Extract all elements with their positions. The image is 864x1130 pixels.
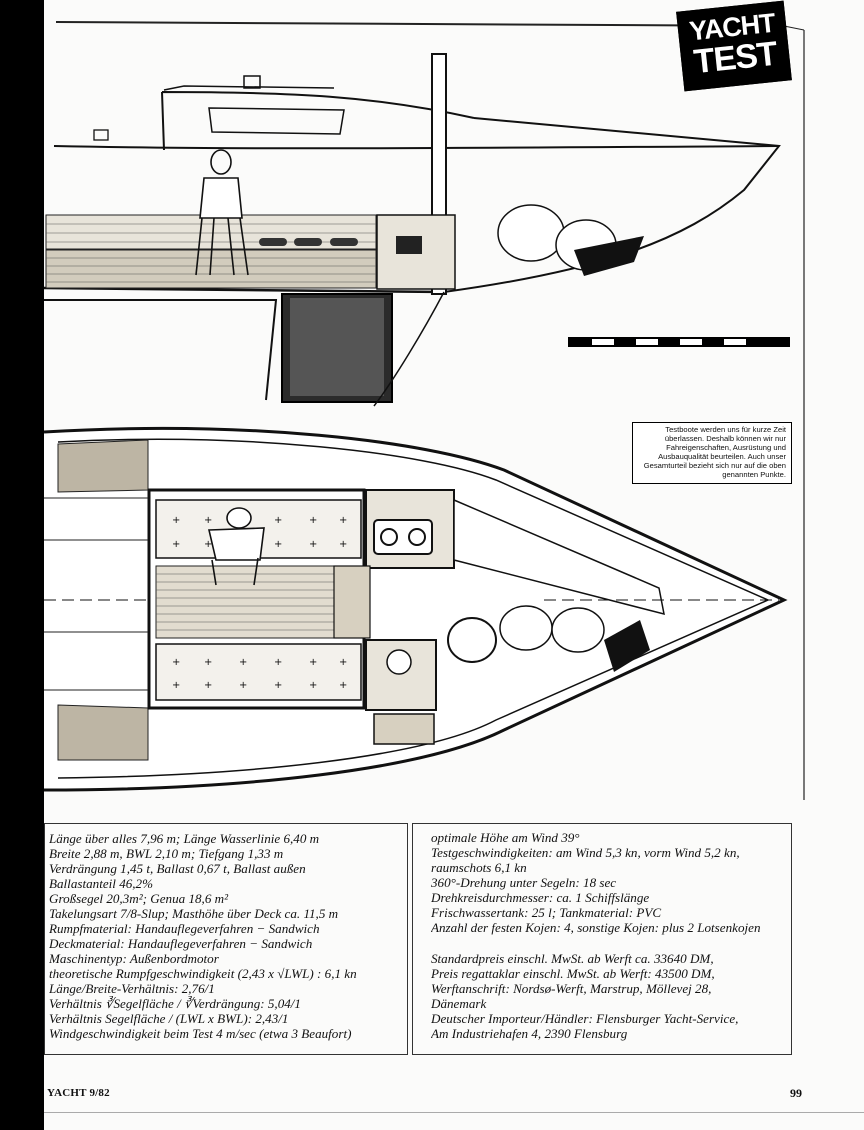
svg-text:+: + (309, 657, 317, 668)
svg-text:+: + (204, 539, 212, 550)
spec-line: Takelungsart 7/8-Slup; Masthöhe über Dec… (49, 906, 339, 921)
svg-text:+: + (204, 657, 212, 668)
svg-text:+: + (274, 680, 282, 691)
spec-line: Dänemark (431, 996, 487, 1011)
spec-line: Frischwassertank: 25 l; Tankmaterial: PV… (431, 905, 662, 920)
specs-box-left: Länge über alles 7,96 m; Länge Wasserlin… (44, 823, 408, 1055)
spec-line: raumschots 6,1 kn (431, 860, 527, 875)
yacht-drawing: ++++++ ++++++ ++++++ ++++++ (44, 0, 864, 808)
svg-text:+: + (239, 680, 247, 691)
magazine-issue: YACHT 9/82 (47, 1087, 110, 1099)
spec-line: Deckmaterial: Handauflegeverfahren − San… (49, 936, 313, 951)
svg-text:+: + (309, 539, 317, 550)
spec-line: Am Industriehafen 4, 2390 Flensburg (431, 1026, 628, 1041)
spec-line: Ballastanteil 46,2% (49, 876, 154, 891)
seated-person (195, 149, 249, 276)
svg-text:+: + (204, 680, 212, 691)
yacht-test-badge: YACHT TEST (676, 0, 792, 92)
svg-text:+: + (274, 515, 282, 526)
svg-text:+: + (172, 657, 180, 668)
spec-line: Windgeschwindigkeit beim Test 4 m/sec (e… (49, 1026, 352, 1041)
svg-text:+: + (172, 539, 180, 550)
svg-text:+: + (309, 680, 317, 691)
spec-line: Länge über alles 7,96 m; Länge Wasserlin… (49, 831, 320, 846)
svg-text:+: + (204, 515, 212, 526)
spec-line: Verhältnis Segelfläche / (LWL x BWL): 2,… (49, 1011, 289, 1026)
spec-line: Maschinentyp: Außenbordmotor (49, 951, 219, 966)
spec-line: Deutscher Importeur/Händler: Flensburger… (431, 1011, 739, 1026)
spec-line: 360°-Drehung unter Segeln: 18 sec (431, 875, 617, 890)
specs-list-right: optimale Höhe am Wind 39° Testgeschwindi… (413, 824, 791, 1041)
spec-line: Standardpreis einschl. MwSt. ab Werft ca… (431, 951, 714, 966)
spec-line: Breite 2,88 m, BWL 2,10 m; Tiefgang 1,33… (49, 846, 284, 861)
scale-bar (568, 337, 790, 347)
binding-edge (0, 0, 44, 1130)
svg-text:+: + (339, 515, 347, 526)
specs-box-right: optimale Höhe am Wind 39° Testgeschwindi… (412, 823, 792, 1055)
svg-text:+: + (172, 680, 180, 691)
spec-line: Verhältnis ∛Segelfläche / ∛Verdrängung: … (49, 996, 301, 1011)
svg-text:+: + (339, 680, 347, 691)
disclaimer-note: Testboote werden uns für kurze Zeit über… (632, 422, 792, 484)
spec-line: optimale Höhe am Wind 39° (431, 830, 580, 845)
spec-line: Rumpfmaterial: Handauflegeverfahren − Sa… (49, 921, 320, 936)
svg-text:+: + (274, 539, 282, 550)
spec-line: Anzahl der festen Kojen: 4, sonstige Koj… (431, 920, 761, 935)
side-profile (44, 53, 790, 407)
svg-text:+: + (239, 657, 247, 668)
spec-line: Preis regattaklar einschl. MwSt. ab Werf… (431, 966, 715, 981)
badge-line-test: TEST (692, 34, 779, 82)
spec-line: Verdrängung 1,45 t, Ballast 0,67 t, Ball… (49, 861, 306, 876)
spec-line: Großsegel 20,3m²; Genua 18,6 m² (49, 891, 229, 906)
accommodation-plan: ++++++ ++++++ ++++++ ++++++ (44, 426, 788, 792)
spec-line: Drehkreisdurchmesser: ca. 1 Schiffslänge (431, 890, 650, 905)
svg-text:+: + (274, 657, 282, 668)
specs-list-left: Länge über alles 7,96 m; Länge Wasserlin… (45, 824, 407, 1041)
svg-text:+: + (339, 657, 347, 668)
spec-line: Werftanschrift: Nordsø-Werft, Marstrup, … (431, 981, 712, 996)
spec-line: Länge/Breite-Verhältnis: 2,76/1 (49, 981, 215, 996)
page-number: 99 (790, 1086, 802, 1100)
page-bottom-rule (44, 1112, 864, 1113)
spec-line: Testgeschwindigkeiten: am Wind 5,3 kn, v… (431, 845, 740, 860)
svg-text:+: + (172, 515, 180, 526)
spec-line: theoretische Rumpfgeschwindigkeit (2,43 … (49, 966, 357, 981)
standing-person (208, 507, 265, 586)
svg-text:+: + (339, 539, 347, 550)
svg-text:+: + (309, 515, 317, 526)
